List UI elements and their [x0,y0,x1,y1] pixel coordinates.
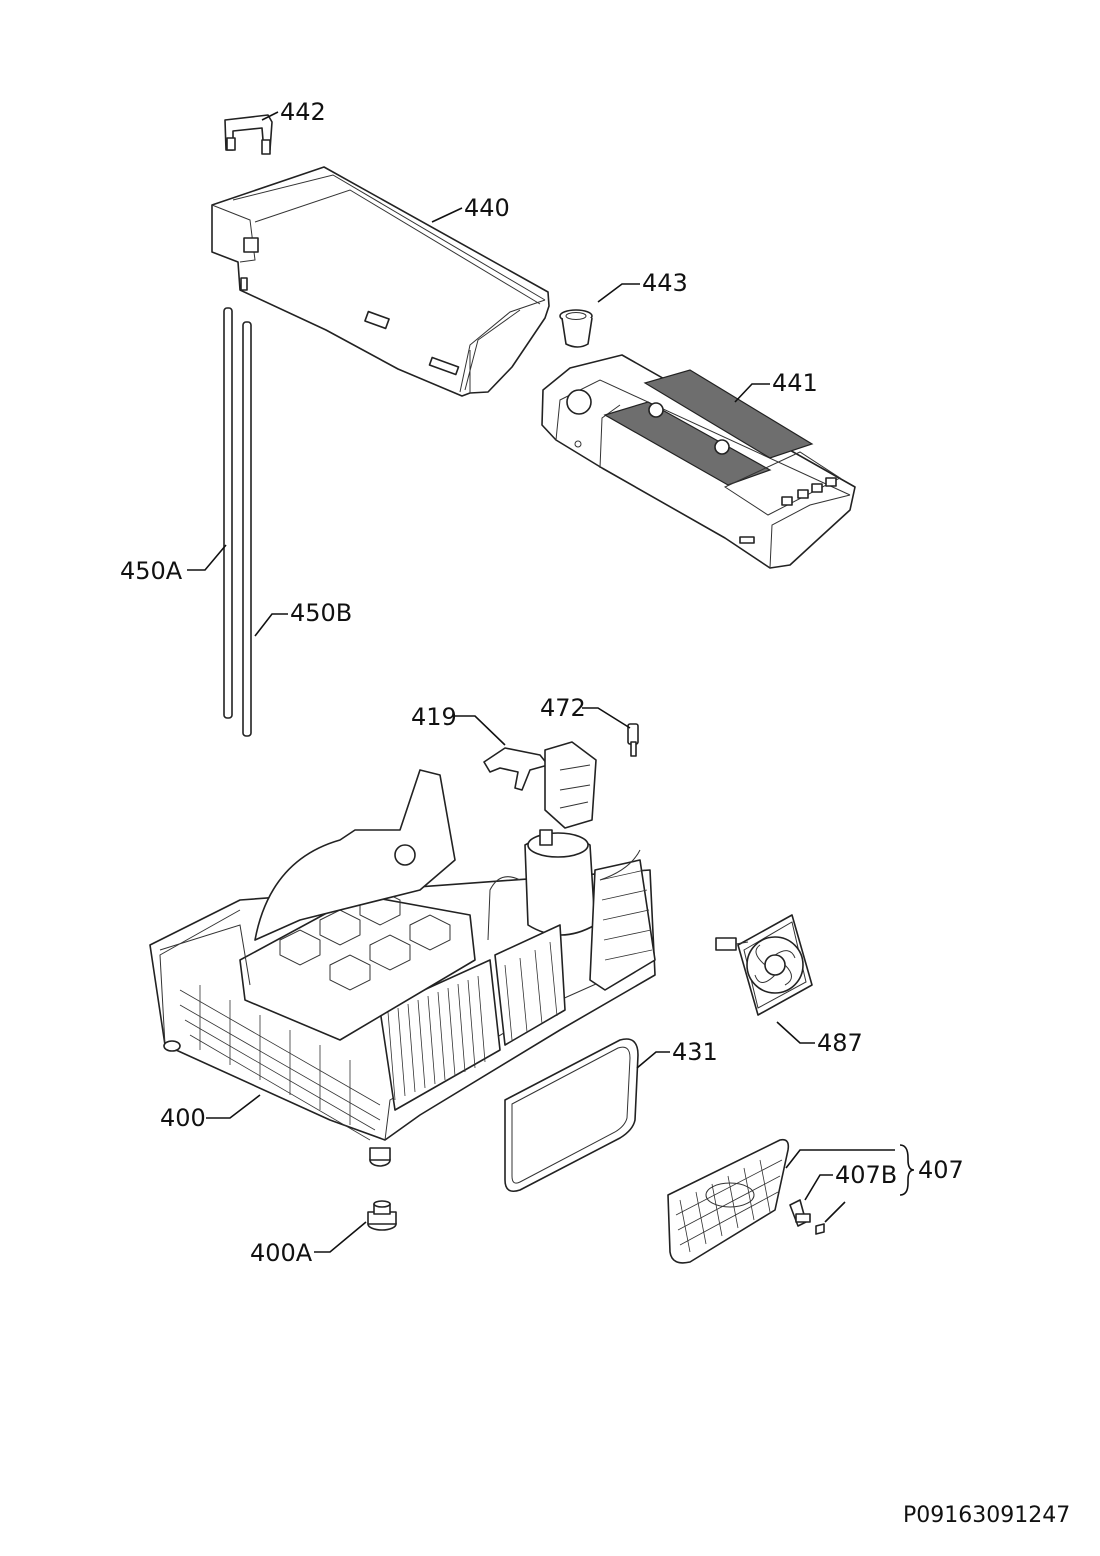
part-419-bracket [483,747,549,791]
callout-441: 441 [772,369,818,397]
drawing-number: P09163091247 [903,1503,1070,1528]
small-screw [815,1223,825,1235]
callout-443: 443 [642,269,688,297]
callout-400A: 400A [250,1239,313,1267]
callout-labels: 442 440 443 441 450A 450B 419 472 487 43… [120,98,1070,1528]
part-442-bracket [224,114,273,155]
part-487-fan [715,914,813,1016]
control-bracket [544,741,597,829]
leader-lines [187,111,915,1253]
callout-407: 407 [918,1156,964,1184]
callout-431: 431 [672,1038,718,1066]
callout-440: 440 [464,194,510,222]
callout-407B: 407B [835,1161,897,1189]
part-443-float-cup [559,309,593,348]
part-400-base-assembly [149,769,656,1167]
part-407-rear-grille [667,1138,790,1264]
part-431-gasket [504,1038,639,1193]
callout-472: 472 [540,694,586,722]
callout-400: 400 [160,1104,206,1132]
callout-419: 419 [411,703,457,731]
part-472-sensor [627,723,639,757]
part-407B-screw [789,1199,811,1227]
callout-487: 487 [817,1029,863,1057]
part-450A-tube [223,307,233,719]
part-441-top-cover [541,354,856,569]
callout-450B: 450B [290,599,352,627]
callout-450A: 450A [120,557,183,585]
part-440-tank-housing [211,166,550,397]
part-450B-tube [242,321,252,737]
part-400A-foot [367,1200,397,1231]
callout-442: 442 [280,98,326,126]
